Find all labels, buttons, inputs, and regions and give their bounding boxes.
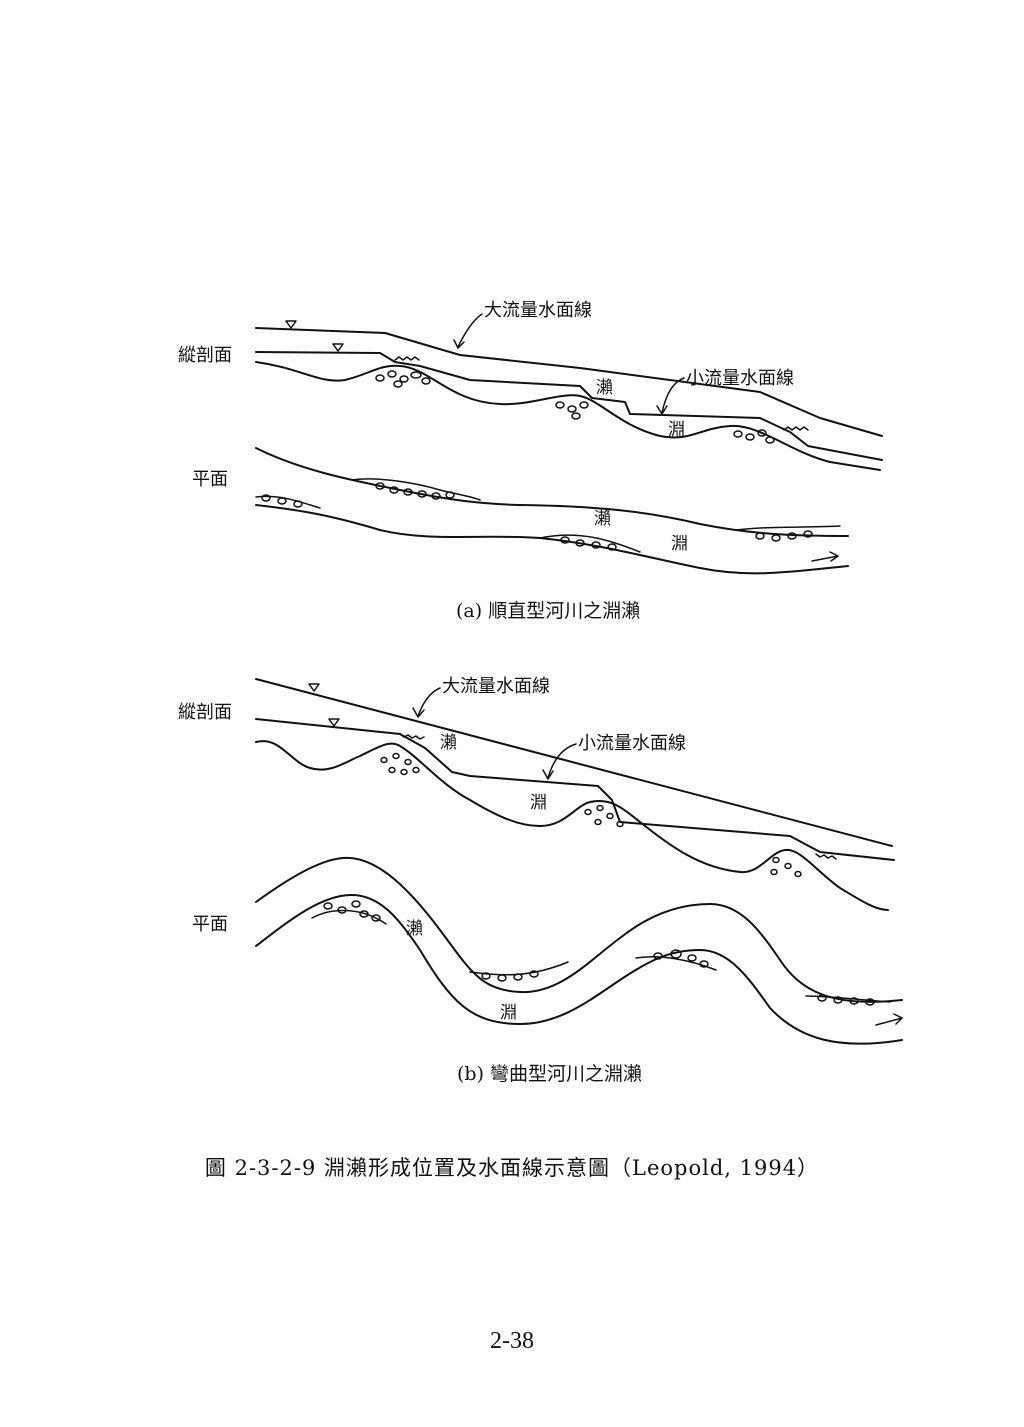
- panel-b-low-flow-arrowhead: [542, 769, 554, 780]
- water-level-triangle-icon: [285, 320, 297, 329]
- panel-b-high-flow-label: 大流量水面線: [442, 676, 550, 697]
- panel-b-profile-label: 縱剖面: [178, 702, 232, 723]
- panel-a-profile-riffle-label: 瀨: [596, 377, 613, 398]
- panel-b-profile-pool-label: 淵: [530, 793, 547, 813]
- panel-b-caption: (b) 彎曲型河川之淵瀨: [457, 1063, 642, 1085]
- panel-a-plan-bar: [539, 534, 641, 553]
- panel-b-plan-pebbles: [323, 900, 875, 1006]
- panel-b-bed-profile: [255, 740, 889, 911]
- panel-a-profile-pool-label: 淵: [668, 420, 685, 440]
- water-level-triangle-icon: [308, 683, 320, 692]
- panel-a-plan-riffle-label: 瀨: [594, 508, 611, 529]
- panel-b-low-flow-line: [255, 718, 895, 861]
- flow-direction-arrow-icon: [811, 555, 839, 562]
- panel-a-low-flow-label: 小流量水面線: [686, 368, 794, 389]
- panel-a-profile-pebbles: [375, 370, 775, 444]
- panel-a-bed-profile: [255, 361, 881, 471]
- panel-a-caption: (a) 順直型河川之淵瀨: [456, 600, 640, 622]
- panel-a-plan-upper-bank: [255, 447, 849, 537]
- panel-a-high-flow-leader: [457, 313, 483, 348]
- panel-b-profile-riffle-label: 瀨: [440, 732, 457, 753]
- panel-b-high-flow-leader: [417, 687, 441, 717]
- panel-a-plan-bar: [735, 525, 841, 531]
- panel-b: 縱剖面 平面 大流量水面線 小流量水面線 瀨 淵 瀨 淵 (b) 彎曲型河川之淵…: [178, 676, 903, 1085]
- panel-b-profile-pebbles: [380, 752, 802, 878]
- flow-direction-arrow-icon: [875, 1017, 903, 1026]
- panel-b-high-flow-arrowhead: [412, 707, 425, 718]
- panel-a-low-flow-line: [255, 351, 883, 461]
- flow-direction-arrow-icon: [893, 1013, 903, 1025]
- panel-a-profile-label: 縱剖面: [178, 345, 232, 366]
- panel-a-high-flow-arrowhead: [453, 339, 465, 349]
- panel-b-plan-riffle-label: 瀨: [406, 918, 423, 939]
- panel-b-plan-bar: [311, 909, 387, 925]
- panel-b-ripple: [815, 853, 837, 860]
- panel-a-high-flow-label: 大流量水面線: [484, 300, 592, 321]
- panel-a-plan-pool-label: 淵: [671, 534, 688, 554]
- panel-b-plan-pool-label: 淵: [500, 1003, 517, 1023]
- panel-b-plan-label: 平面: [192, 914, 228, 935]
- panel-b-plan-bar: [635, 956, 717, 971]
- panel-b-plan-upper-bank: [255, 856, 903, 1003]
- figure-caption: 圖 2-3-2-9 淵瀨形成位置及水面線示意圖（Leopold, 1994）: [204, 1156, 820, 1180]
- panel-a-low-flow-leader: [661, 377, 685, 414]
- panel-b-low-flow-leader: [547, 743, 577, 779]
- page-number: 2-38: [490, 1328, 534, 1354]
- panel-a-ripple: [394, 356, 420, 361]
- panel-a-plan-pebbles: [261, 482, 813, 551]
- water-level-triangle-icon: [332, 343, 344, 352]
- panel-b-low-flow-label: 小流量水面線: [578, 733, 686, 754]
- panel-b-plan-bar: [805, 995, 891, 1003]
- panel-a-plan-bar: [351, 478, 481, 501]
- panel-a: 縱剖面 平面 大流量水面線 小流量水面線 瀨 淵 瀨 淵 (a) 順直型河川之淵…: [178, 300, 883, 622]
- water-level-triangle-icon: [328, 718, 340, 727]
- panel-b-high-flow-line: [255, 678, 893, 847]
- panel-b-plan-lower-bank: [255, 893, 903, 1045]
- panel-a-high-flow-line: [255, 327, 883, 437]
- pool-riffle-figure: 縱剖面 平面 大流量水面線 小流量水面線 瀨 淵 瀨 淵 (a) 順直型河川之淵…: [178, 300, 903, 1085]
- panel-a-ripple: [783, 426, 809, 431]
- panel-b-ripple: [399, 733, 425, 740]
- panel-a-plan-label: 平面: [192, 469, 228, 490]
- flow-direction-arrow-icon: [829, 551, 839, 562]
